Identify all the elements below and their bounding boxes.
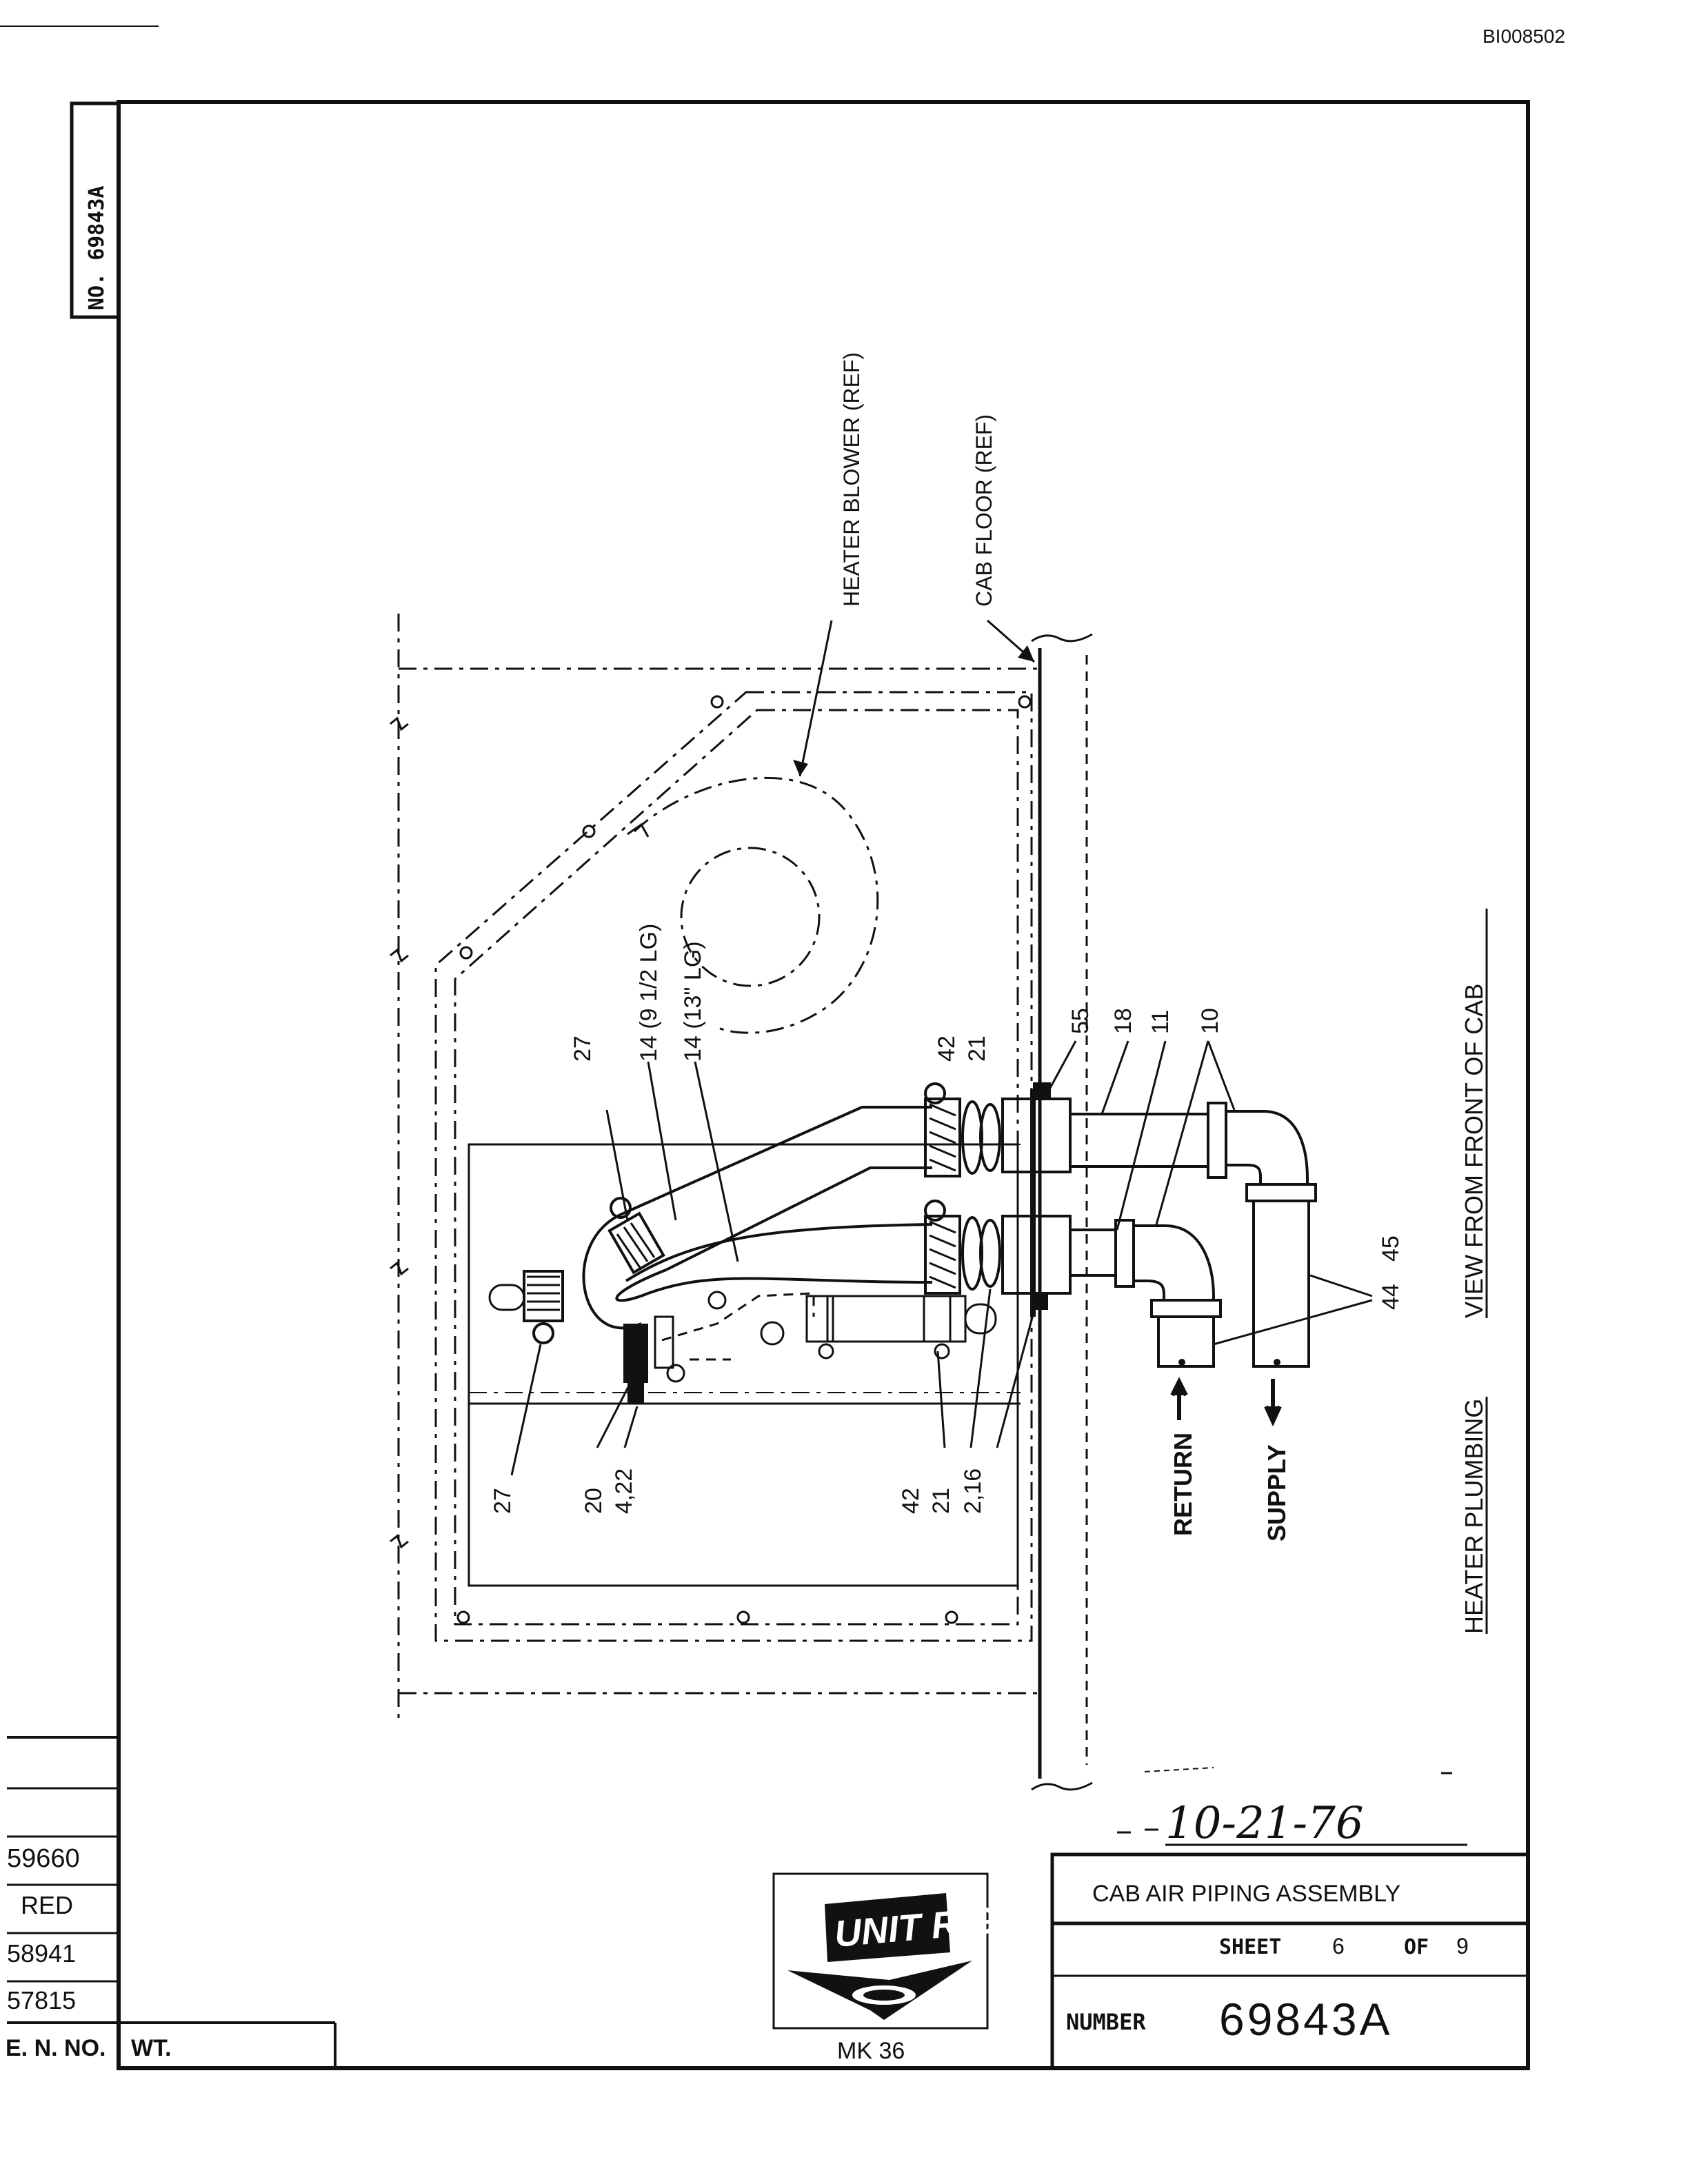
sheet-label: SHEET: [1219, 1935, 1281, 1959]
label-4-22: 4,22: [611, 1468, 637, 1514]
heater-housing: [434, 691, 1033, 1642]
view-title: HEATER PLUMBING VIEW FROM FRONT OF CAB: [1460, 909, 1488, 1634]
sheet-total: 9: [1456, 1934, 1469, 1959]
cab-floor: [1031, 633, 1093, 1791]
rev-row-1: 59660: [7, 1844, 80, 1873]
logo-box: UNIT RIG MK 36: [772, 1872, 999, 2064]
label-hose-9-5: 14 (9 1/2 LG): [636, 924, 662, 1062]
hose-lower: [625, 1223, 933, 1295]
vertical-drawing-number: NO. 69843A: [85, 185, 109, 310]
drawing-border: [117, 100, 1530, 2070]
approval-date: 10-21-76: [1117, 1767, 1467, 1849]
heater-blower: [627, 776, 879, 1034]
revision-strip: 59660 RED 58941 57815 E. N. NO. WT.: [6, 1736, 336, 2068]
floor-fitting-upper: [924, 1082, 1072, 1177]
label-21-bottom: 21: [928, 1488, 954, 1514]
hose-clamp-27-top: [607, 1197, 665, 1275]
break-mark-3: [390, 1261, 409, 1276]
sheet-number: 6: [1332, 1934, 1345, 1959]
label-supply: SUPPLY: [1263, 1444, 1291, 1541]
number-label: NUMBER: [1066, 2009, 1146, 2035]
label-42-bottom: 42: [898, 1488, 924, 1514]
drawing-number: 69843A: [1219, 1994, 1393, 2045]
label-27-bottom: 27: [490, 1488, 516, 1514]
rev-row-2: RED: [21, 1891, 73, 1919]
rev-row-3: 58941: [7, 1939, 76, 1968]
floor-fitting-lower: [924, 1200, 1072, 1310]
label-18: 18: [1110, 1008, 1136, 1034]
title-block: CAB AIR PIPING ASSEMBLY SHEET 6 OF 9 NUM…: [1050, 1852, 1530, 2070]
document-id: BI008502: [1483, 26, 1565, 47]
supply-arrow-icon: [1264, 1379, 1282, 1427]
label-20: 20: [581, 1488, 607, 1514]
break-mark-2: [390, 948, 409, 963]
label-42-top: 42: [934, 1035, 960, 1062]
hose-clamp-27-bottom: [488, 1270, 564, 1344]
control-cable: [661, 1291, 815, 1361]
label-55: 55: [1067, 1008, 1094, 1034]
label-hose-13: 14 (13" LG): [680, 941, 706, 1062]
of-label: OF: [1404, 1935, 1429, 1959]
view-title-left: HEATER PLUMBING: [1460, 1399, 1488, 1634]
view-title-right: VIEW FROM FRONT OF CAB: [1460, 984, 1488, 1318]
unit-rig-logo: UNIT RIG: [787, 1893, 999, 2020]
en-no-label: E. N. NO.: [6, 2035, 106, 2061]
break-mark-1: [390, 716, 409, 731]
supply-pipe: [1069, 1102, 1317, 1368]
return-arrow-icon: [1170, 1377, 1188, 1420]
label-heater-blower: HEATER BLOWER (REF): [839, 352, 864, 607]
break-mark-4: [390, 1534, 409, 1549]
drawing-title: CAB AIR PIPING ASSEMBLY: [1092, 1881, 1400, 1907]
heater-plumbing-drawing: HEATER BLOWER (REF) CAB FLOOR (REF) 27 1…: [390, 352, 1488, 1791]
label-10: 10: [1197, 1008, 1223, 1034]
label-21-top: 21: [964, 1035, 990, 1062]
control-valve: [623, 1315, 685, 1404]
callout-labels: HEATER BLOWER (REF) CAB FLOOR (REF) 27 1…: [490, 352, 1404, 1541]
flow-arrows: [1170, 1377, 1282, 1427]
heater-core-tube: [805, 1295, 997, 1359]
vertical-number-box: NO. 69843A: [70, 101, 121, 319]
model-label: MK 36: [837, 2038, 905, 2064]
label-return: RETURN: [1169, 1433, 1197, 1536]
return-pipe: [1069, 1219, 1222, 1368]
hose-upper: [623, 1106, 932, 1271]
label-44: 44: [1378, 1284, 1404, 1310]
rev-row-4: 57815: [7, 1986, 76, 2014]
label-2-16: 2,16: [960, 1468, 986, 1514]
label-45: 45: [1378, 1235, 1404, 1262]
handwritten-date: 10-21-76: [1165, 1798, 1364, 1849]
label-11: 11: [1147, 1010, 1174, 1034]
wt-label: WT.: [131, 2035, 172, 2061]
label-cab-floor: CAB FLOOR (REF): [972, 414, 996, 607]
label-27-top: 27: [570, 1035, 596, 1062]
leader-lines: [510, 619, 1373, 1476]
hose-u-bend: [582, 1212, 667, 1330]
